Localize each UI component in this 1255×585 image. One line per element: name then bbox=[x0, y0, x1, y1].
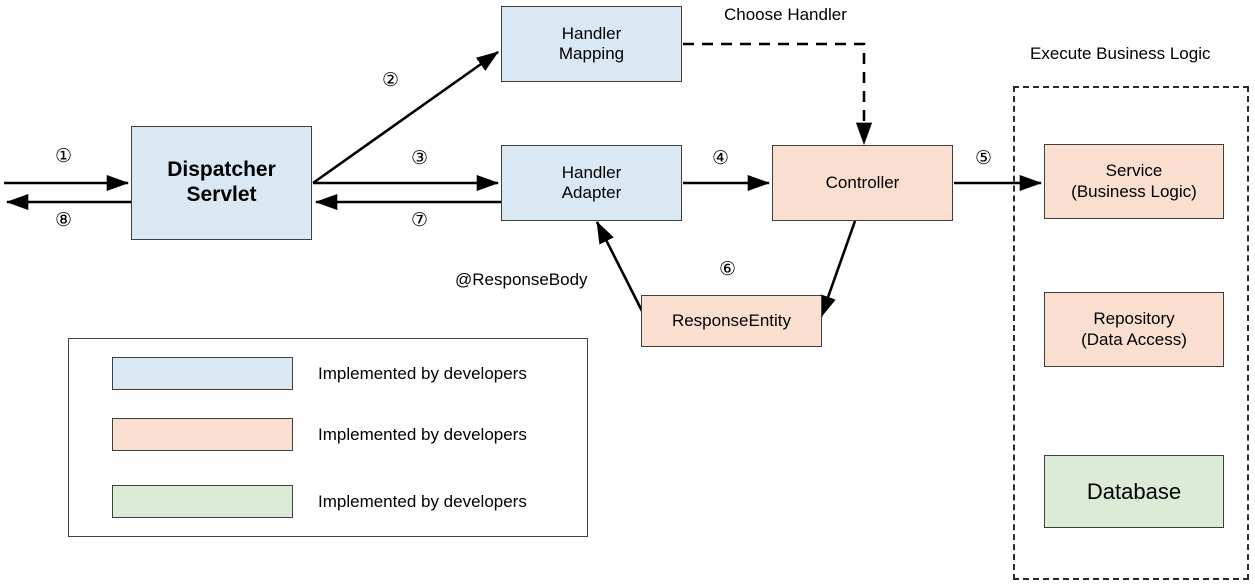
label-response-body: @ResponseBody bbox=[455, 270, 588, 289]
response-entity-label: ResponseEntity bbox=[671, 310, 792, 330]
repository-line-1: Repository bbox=[1093, 309, 1175, 329]
arrow-choose-handler bbox=[683, 42, 873, 146]
node-dispatcher-servlet[interactable]: Dispatcher Servlet bbox=[131, 126, 312, 240]
service-line-1: Service bbox=[1105, 161, 1163, 181]
handler-adapter-line-1: Handler bbox=[561, 162, 622, 182]
node-database[interactable]: Database bbox=[1044, 455, 1224, 528]
legend-swatch-1 bbox=[112, 418, 293, 451]
legend-label-1: Implemented by developers bbox=[318, 425, 527, 444]
node-controller[interactable]: Controller bbox=[772, 145, 953, 221]
step-marker-3: ③ bbox=[411, 148, 429, 169]
legend-label-0: Implemented by developers bbox=[318, 364, 527, 383]
step-marker-2: ② bbox=[382, 70, 400, 91]
handler-mapping-line-1: Handler bbox=[561, 23, 622, 43]
legend-swatch-0 bbox=[112, 357, 293, 390]
node-response-entity[interactable]: ResponseEntity bbox=[641, 295, 822, 347]
handler-adapter-line-2: Adapter bbox=[561, 183, 622, 202]
service-line-2: (Business Logic) bbox=[1071, 181, 1197, 201]
step-marker-7: ⑦ bbox=[411, 210, 429, 231]
step-marker-5: ⑤ bbox=[975, 148, 993, 169]
label-execute-business-logic: Execute Business Logic bbox=[1030, 44, 1211, 63]
step-marker-6: ⑥ bbox=[719, 259, 737, 280]
dispatcher-servlet-line-2: Servlet bbox=[186, 183, 257, 206]
step-marker-4: ④ bbox=[712, 148, 730, 169]
node-repository[interactable]: Repository (Data Access) bbox=[1044, 292, 1224, 367]
legend-label-2: Implemented by developers bbox=[318, 492, 527, 511]
node-handler-mapping[interactable]: Handler Mapping bbox=[501, 6, 682, 82]
arrow-step-2 bbox=[312, 50, 499, 185]
dispatcher-servlet-line-1: Dispatcher bbox=[167, 158, 276, 182]
step-marker-8: ⑧ bbox=[55, 210, 73, 231]
legend-swatch-2 bbox=[112, 485, 293, 518]
execute-business-logic-container bbox=[1013, 86, 1249, 580]
database-label: Database bbox=[1086, 478, 1182, 504]
repository-line-2: (Data Access) bbox=[1081, 329, 1187, 349]
controller-label: Controller bbox=[825, 172, 900, 192]
arrow-response-body bbox=[595, 221, 645, 314]
node-service[interactable]: Service (Business Logic) bbox=[1044, 144, 1224, 219]
arrow-step-6 bbox=[819, 220, 857, 318]
step-marker-1: ① bbox=[55, 146, 73, 167]
handler-mapping-line-2: Mapping bbox=[558, 44, 625, 63]
node-handler-adapter[interactable]: Handler Adapter bbox=[501, 145, 682, 221]
label-choose-handler: Choose Handler bbox=[724, 5, 847, 24]
